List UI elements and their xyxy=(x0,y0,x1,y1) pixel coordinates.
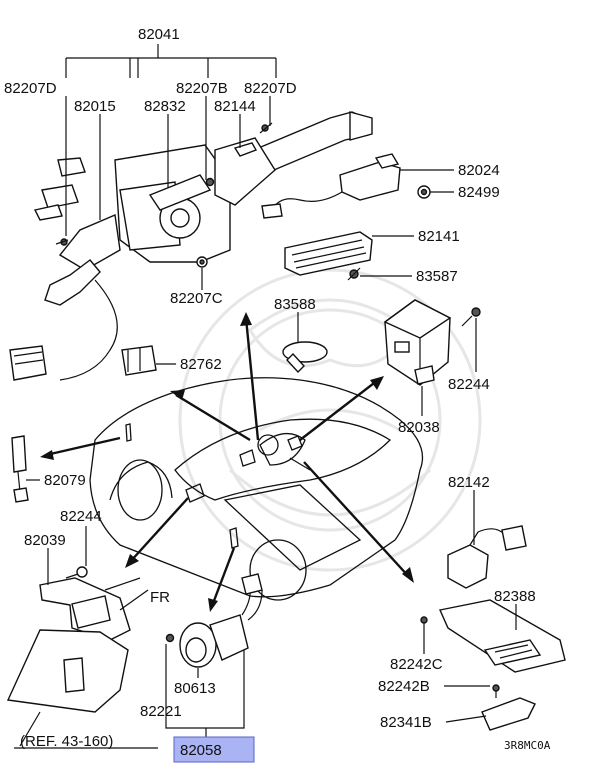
label-80613: 80613 xyxy=(174,680,216,697)
label-82024: 82024 xyxy=(458,162,500,179)
label-82144: 82144 xyxy=(214,98,256,115)
label-82041: 82041 xyxy=(138,26,180,43)
leader-lines xyxy=(14,44,517,749)
part-82341B-cover xyxy=(481,697,536,731)
label-82079: 82079 xyxy=(44,472,86,489)
part-83588-cable-tie xyxy=(282,341,328,374)
label-82242B: 82242B xyxy=(378,678,430,695)
callout-arrows xyxy=(40,312,414,612)
label-82058: 82058 xyxy=(180,742,222,759)
diagram-code: 3R8MC0A xyxy=(504,739,551,752)
part-82038-relay-box xyxy=(383,299,481,386)
part-82142-switch xyxy=(447,525,527,589)
label-82244-bottom: 82244 xyxy=(60,508,102,525)
label-83587: 83587 xyxy=(416,268,458,285)
label-82221: 82221 xyxy=(140,703,182,720)
label-82499: 82499 xyxy=(458,184,500,201)
label-82388: 82388 xyxy=(494,588,536,605)
fr-mark: FR xyxy=(150,589,170,606)
label-82341B: 82341B xyxy=(380,714,432,731)
label-82039: 82039 xyxy=(24,532,66,549)
part-82039-bracket xyxy=(39,566,149,641)
part-80613-horn xyxy=(165,573,263,668)
ref-cover-panel xyxy=(6,629,129,713)
part-labels: 82041 82207D 82207B 82207D 82015 82832 8… xyxy=(4,26,551,763)
label-82832: 82832 xyxy=(144,98,186,115)
part-82079-sensor xyxy=(11,435,29,503)
label-82762: 82762 xyxy=(180,356,222,373)
label-82207B: 82207B xyxy=(176,80,228,97)
reference-note: (REF. 43-160) xyxy=(20,733,113,750)
part-82024-switch xyxy=(261,153,431,219)
label-82142: 82142 xyxy=(448,474,490,491)
label-82038: 82038 xyxy=(398,419,440,436)
part-82141-bracket xyxy=(284,231,373,281)
highlighted-part-box xyxy=(173,736,255,763)
label-82242C: 82242C xyxy=(390,656,443,673)
part-82388-cover xyxy=(420,599,566,698)
label-82207D-right: 82207D xyxy=(244,80,297,97)
column-switch-assembly xyxy=(9,111,373,381)
car-silhouette xyxy=(89,377,424,601)
label-83588: 83588 xyxy=(274,296,316,313)
label-82015: 82015 xyxy=(74,98,116,115)
label-82207D-left: 82207D xyxy=(4,80,57,97)
label-82141: 82141 xyxy=(418,228,460,245)
label-82244-top: 82244 xyxy=(448,376,490,393)
watermark-emblem xyxy=(178,268,482,572)
label-82207C: 82207C xyxy=(170,290,223,307)
